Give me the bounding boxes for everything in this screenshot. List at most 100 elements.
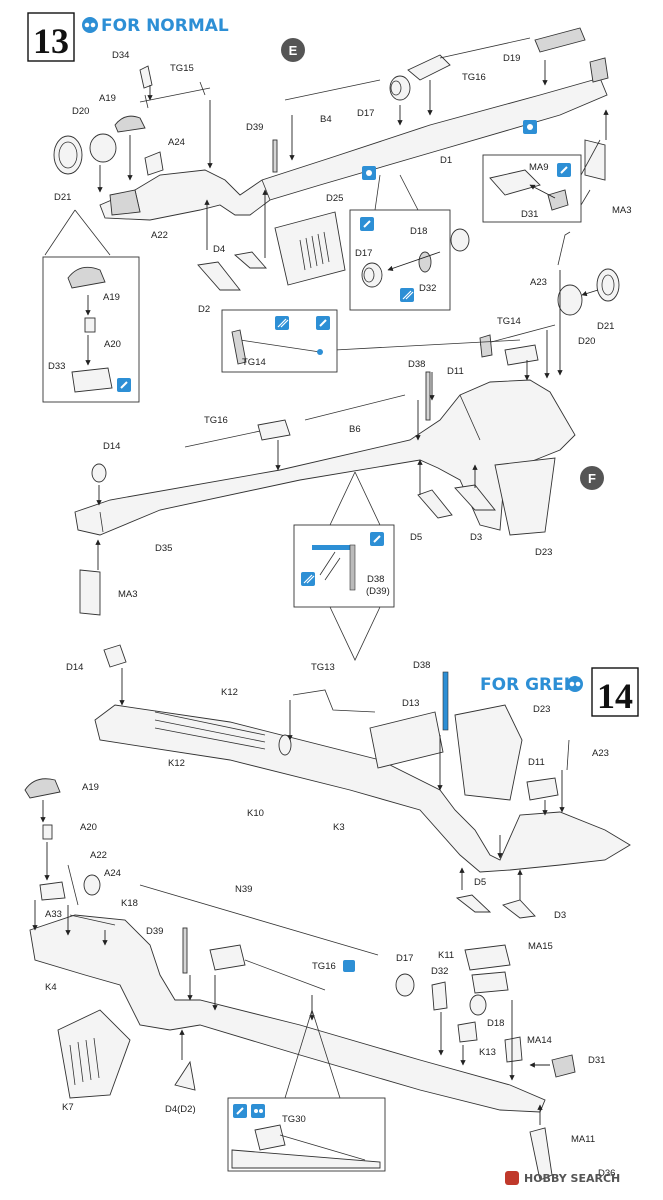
part-ma3 [584, 139, 606, 181]
svg-text:TG15: TG15 [170, 63, 194, 74]
part-tg16-upper [407, 54, 451, 81]
svg-text:A20: A20 [104, 339, 121, 350]
part-a24 [144, 151, 164, 176]
part-d32-greif [431, 981, 448, 1011]
inset-a19-a20-d33: A19 A20 D33 [42, 209, 140, 403]
inset-tg14: TG14 [221, 309, 521, 373]
part-d23 [494, 457, 556, 536]
svg-text:MA3: MA3 [612, 205, 632, 216]
svg-text:E: E [289, 43, 298, 58]
part-k13 [457, 1021, 478, 1043]
part-d34 [139, 65, 153, 89]
e-marker-icons [362, 120, 537, 180]
svg-text:MA14: MA14 [527, 1035, 552, 1046]
part-a33 [39, 881, 66, 901]
part-d11-greif [526, 777, 559, 801]
svg-text:A24: A24 [104, 868, 121, 879]
svg-text:K12: K12 [221, 687, 238, 698]
svg-text:A22: A22 [90, 850, 107, 861]
greif-left-fender-assembly [24, 778, 576, 1181]
step13-lower-labels: A23 D21 D20 TG14 D11 D38 TG16 B6 D14 D35… [103, 277, 614, 600]
part-d14-greif [103, 644, 127, 668]
part-d11 [504, 344, 539, 366]
svg-text:B6: B6 [349, 424, 361, 435]
svg-text:D32: D32 [419, 283, 436, 294]
part-d14 [91, 463, 107, 483]
svg-text:D14: D14 [66, 662, 83, 673]
part-ma11 [529, 1127, 553, 1181]
part-a19 [114, 115, 146, 133]
svg-text:D21: D21 [54, 192, 71, 203]
part-d31-greif [551, 1054, 576, 1078]
svg-text:A24: A24 [168, 137, 185, 148]
svg-text:D3: D3 [470, 532, 482, 543]
part-k10 [278, 734, 292, 756]
svg-text:D17: D17 [396, 953, 413, 964]
part-a23-greif [566, 739, 570, 771]
part-a24-greif [83, 874, 101, 896]
part-d2 [197, 261, 241, 291]
svg-text:K10: K10 [247, 808, 264, 819]
svg-text:A20: A20 [80, 822, 97, 833]
part-a22-greif [67, 864, 79, 906]
greif-right-fender-assembly [94, 644, 631, 919]
part-n39 [139, 884, 379, 956]
svg-text:D38: D38 [408, 359, 425, 370]
svg-text:K4: K4 [45, 982, 57, 993]
svg-text:TG30: TG30 [282, 1114, 306, 1125]
svg-text:D4: D4 [213, 244, 225, 255]
svg-text:A23: A23 [592, 748, 609, 759]
part-d17-lamp [389, 75, 411, 101]
inset-d38-d39: D38 (D39) [293, 471, 395, 661]
step14-lower-labels: A19 A20 A22 A24 A33 K18 N39 D39 TG16 D17… [45, 782, 615, 1179]
step13-header: 13 FOR NORMAL [27, 12, 229, 62]
step13-title: FOR NORMAL [101, 16, 229, 36]
part-d39-greif [182, 927, 188, 974]
part-a23 [557, 231, 571, 266]
part-d38-greif [442, 671, 449, 731]
step13-number: 13 [33, 21, 69, 61]
part-d18-greif [469, 994, 487, 1016]
svg-text:D11: D11 [528, 757, 545, 768]
svg-text:D14: D14 [103, 441, 120, 452]
svg-text:D11: D11 [447, 366, 464, 377]
svg-text:D33: D33 [48, 361, 65, 372]
svg-text:TG16: TG16 [204, 415, 228, 426]
svg-text:K3: K3 [333, 822, 345, 833]
section-f-marker: F [580, 466, 604, 490]
svg-text:D25: D25 [326, 193, 343, 204]
svg-text:A22: A22 [151, 230, 168, 241]
part-d20-right [557, 284, 583, 316]
part-a19-greif [24, 778, 61, 799]
part-b6 [304, 394, 406, 421]
svg-text:B4: B4 [320, 114, 332, 125]
svg-text:D17: D17 [355, 248, 372, 259]
part-k7-grille [57, 1009, 131, 1099]
svg-text:D5: D5 [474, 877, 486, 888]
svg-text:K13: K13 [479, 1047, 496, 1058]
part-d21-headlight [53, 135, 83, 175]
svg-text:A23: A23 [530, 277, 547, 288]
svg-text:D34: D34 [112, 50, 129, 61]
inset-tg30: TG30 [227, 1009, 386, 1172]
svg-text:TG14: TG14 [497, 316, 521, 327]
inset-d17-d18-d32: D18 D17 D32 [349, 174, 470, 311]
part-d3-greif [502, 899, 536, 919]
part-d21-right [596, 268, 620, 302]
part-tg13 [292, 689, 376, 713]
part-ma3-lower [79, 569, 101, 616]
part-d20 [89, 133, 117, 163]
svg-text:D32: D32 [431, 966, 448, 977]
svg-text:D23: D23 [533, 704, 550, 715]
greif-version-icon [567, 676, 583, 692]
svg-text:K7: K7 [62, 1102, 74, 1113]
part-d23-greif [454, 704, 523, 801]
svg-text:F: F [588, 471, 596, 486]
svg-text:TG16: TG16 [312, 961, 336, 972]
svg-text:D18: D18 [410, 226, 427, 237]
part-d39 [272, 139, 278, 173]
part-k18 [69, 914, 116, 926]
part-d13 [369, 711, 444, 769]
fender-right-assembly [74, 231, 620, 616]
